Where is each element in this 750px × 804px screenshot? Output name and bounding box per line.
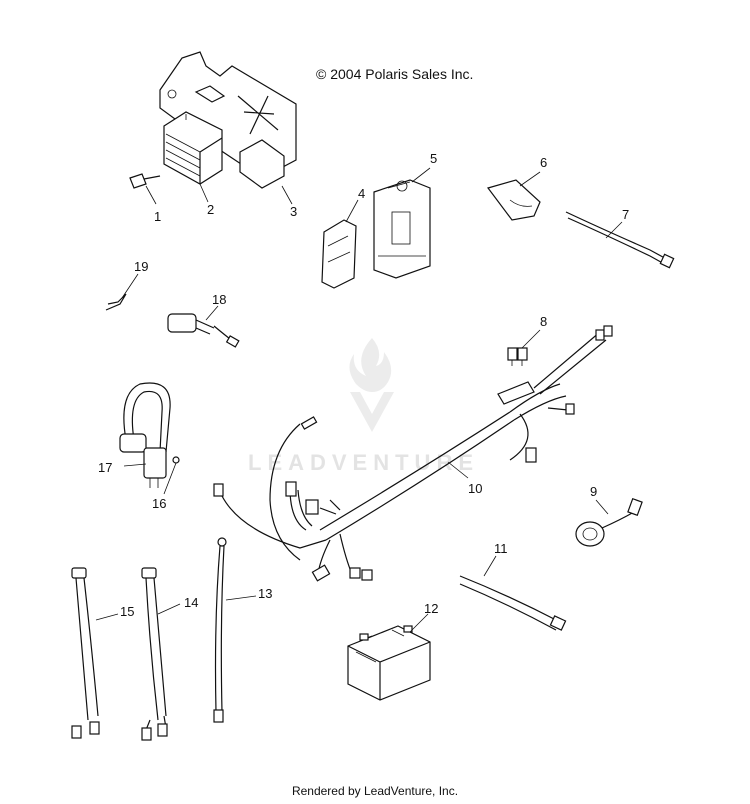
part-3-bracket (159, 51, 297, 189)
watermark-text: LEADVENTURE (248, 450, 479, 475)
footer-credit: Rendered by LeadVenture, Inc. (291, 784, 459, 798)
callout-13: 13 (258, 586, 272, 601)
part-9-switch (575, 497, 643, 547)
callout-14: 14 (184, 595, 198, 610)
callout-10: 10 (468, 481, 482, 496)
callout-17: 17 (98, 460, 112, 475)
part-10-main-harness (213, 325, 613, 582)
callouts: 1 2 3 4 5 6 7 8 9 10 11 12 13 14 15 16 1… (98, 151, 629, 619)
callout-15: 15 (120, 604, 134, 619)
part-11-wire (459, 575, 567, 631)
copyright-text: © 2004 Polaris Sales Inc. (316, 66, 474, 82)
callout-12: 12 (424, 601, 438, 616)
part-7-wire (565, 211, 675, 269)
callout-16: 16 (152, 496, 166, 511)
callout-5: 5 (430, 151, 437, 166)
callout-11: 11 (494, 541, 508, 556)
part-5-cdi-box (373, 179, 431, 279)
callout-9: 9 (590, 484, 597, 499)
part-19-clip (105, 293, 127, 311)
part-16-screw (163, 456, 180, 495)
callout-7: 7 (622, 207, 629, 222)
callout-4: 4 (358, 186, 365, 201)
part-17-ignition-coil (119, 382, 171, 488)
callout-8: 8 (540, 314, 547, 329)
part-14-harness (141, 567, 168, 741)
part-12-battery (347, 625, 431, 701)
part-6-boot (486, 179, 541, 221)
callout-1: 1 (154, 209, 161, 224)
watermark: LEADVENTURE (248, 338, 479, 475)
part-1-bolt (129, 173, 161, 189)
callout-2: 2 (207, 202, 214, 217)
callout-18: 18 (212, 292, 226, 307)
part-8-fuses (507, 347, 528, 366)
part-2-regulator (163, 111, 223, 185)
callout-6: 6 (540, 155, 547, 170)
callout-19: 19 (134, 259, 148, 274)
callout-3: 3 (290, 204, 297, 219)
part-4-relay (321, 219, 357, 289)
part-13-ground-strap (213, 537, 227, 723)
part-15-harness (71, 567, 100, 739)
part-18-switch (167, 313, 240, 348)
leader-lines (95, 167, 623, 633)
